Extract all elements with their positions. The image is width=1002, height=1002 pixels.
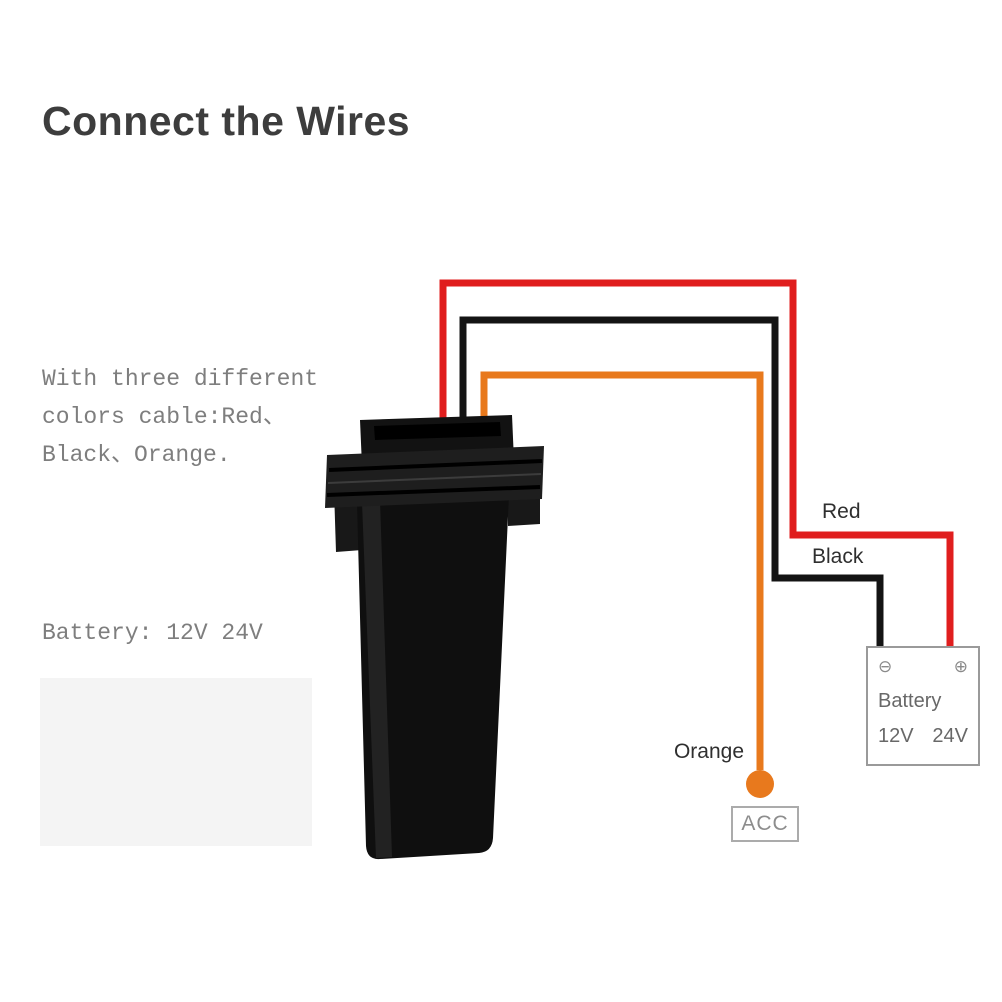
red-wire	[439, 279, 954, 649]
device-collar-ridge	[327, 473, 542, 484]
device-connector-slot	[374, 422, 501, 440]
battery-voltage-note: Battery: 12V 24V	[42, 620, 263, 646]
black-wire-label: Black	[812, 545, 864, 568]
device-body	[357, 495, 509, 860]
battery-voltage-24v: 24V	[932, 725, 968, 747]
plus-terminal-icon: ⊕	[953, 657, 968, 677]
minus-terminal-icon: ⊖	[878, 657, 893, 677]
battery-terminals: ⊖ ⊕	[878, 657, 968, 677]
orange-wire-terminal-dot	[746, 770, 774, 798]
acc-box: ACC	[731, 806, 799, 842]
battery-voltages: 12V 24V	[878, 725, 968, 748]
orange-wire	[480, 371, 764, 770]
description-line: colors cable:Red、	[42, 404, 286, 430]
battery-voltage-12v: 12V	[878, 725, 914, 747]
description-line: With three different	[42, 366, 319, 392]
red-wire-label: Red	[822, 500, 861, 523]
battery-box: ⊖ ⊕ Battery 12V 24V	[866, 646, 980, 766]
battery-label: Battery	[878, 690, 942, 712]
orange-wire-label: Orange	[673, 740, 744, 763]
device-collar-ridge	[328, 459, 543, 472]
black-wire	[459, 316, 884, 649]
gps-tracker-device	[325, 415, 544, 860]
device-collar	[325, 446, 544, 508]
background-panel	[40, 678, 312, 846]
page-title: Connect the Wires	[42, 98, 411, 144]
description-line: Black、Orange.	[42, 442, 231, 468]
device-body-highlight	[362, 501, 392, 858]
device-collar-ridge	[326, 485, 541, 497]
description-text: With three different colors cable:Red、 B…	[42, 360, 318, 474]
